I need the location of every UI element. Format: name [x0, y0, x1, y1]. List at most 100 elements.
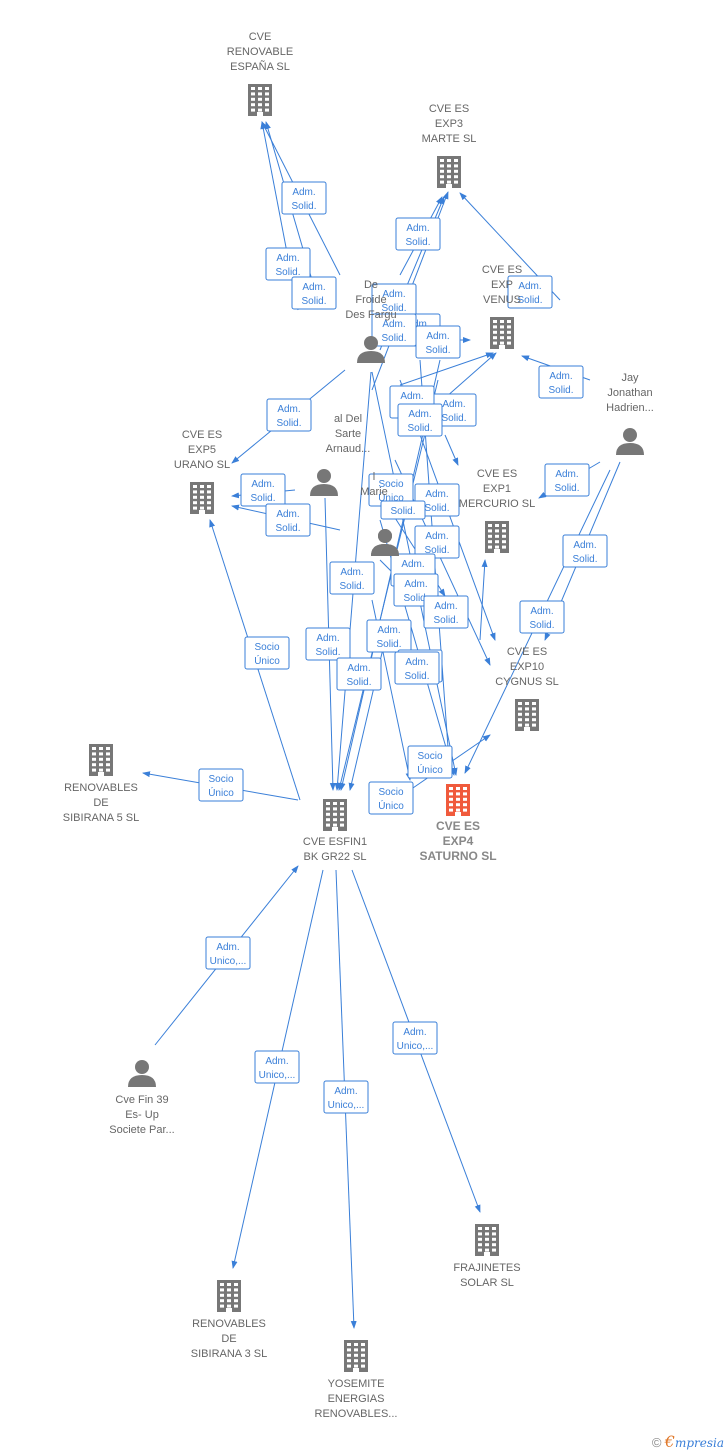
building-icon [323, 799, 347, 831]
node-label: EXP10 [510, 661, 544, 673]
person-node-arnaud[interactable]: al DelSarteArnaud... [310, 413, 370, 496]
edge-label-text: Adm. [302, 282, 325, 293]
node-label: RENOVABLES [192, 1318, 266, 1330]
edge-label[interactable]: Adm.Solid. [414, 483, 460, 517]
edge-label-text: Solid. [275, 267, 300, 278]
node-label: CVE ES [182, 429, 222, 441]
edge-label-text: Adm. [316, 633, 339, 644]
edge-label-text: Adm. [426, 331, 449, 342]
edge-label[interactable]: Adm.Solid. [415, 325, 461, 359]
edge-label[interactable]: Solid. [380, 500, 426, 520]
edge-label[interactable]: Adm.Solid. [266, 398, 312, 432]
edge-label[interactable]: Adm. Solid. [371, 313, 417, 347]
edge-label[interactable]: Adm.Unico,... [254, 1050, 300, 1084]
edge-label-box [414, 525, 460, 559]
edge-label-box [291, 276, 337, 310]
edge-label[interactable]: Adm.Solid. [544, 463, 590, 497]
building-icon [248, 84, 272, 116]
edge-label[interactable]: Adm.Unico,... [392, 1021, 438, 1055]
edge-label[interactable]: Adm.Solid. [291, 276, 337, 310]
edge-label[interactable]: Adm.Solid. [519, 600, 565, 634]
edge-label[interactable]: Adm.Solid. [414, 525, 460, 559]
node-label: Jay [621, 372, 639, 384]
building-icon [446, 784, 470, 816]
building-icon [344, 1340, 368, 1372]
edge-label[interactable]: Adm.Solid. [423, 595, 469, 629]
edge-label-text: Único [208, 786, 234, 799]
edge-label-text: Adm. [382, 319, 405, 330]
edge-label-text: Adm. [403, 1027, 426, 1038]
edge-label[interactable]: Adm.Solid. [395, 217, 441, 251]
node-label: EXP5 [188, 444, 216, 456]
edge-label-text: Solid. [250, 493, 275, 504]
building-icon [490, 317, 514, 349]
person-node-p5[interactable] [371, 529, 399, 556]
node-label: EXP4 [443, 834, 474, 848]
edge-label[interactable]: Adm.Solid. [281, 181, 327, 215]
edge-label[interactable]: Adm.Unico,... [205, 936, 251, 970]
edge-label[interactable]: Adm.Solid. [538, 365, 584, 399]
edge-label-text: Solid. [381, 333, 406, 344]
node-label: ESPAÑA SL [230, 60, 290, 73]
edge-label[interactable]: Adm.Solid. [336, 657, 382, 691]
company-node-yosemite[interactable]: YOSEMITEENERGIASRENOVABLES... [315, 1340, 398, 1420]
edge-label-text: Solid. [424, 503, 449, 514]
edge-label-box [323, 1080, 369, 1114]
node-label: Des Fargu [345, 309, 396, 321]
edge-label-text: Solid. [554, 483, 579, 494]
edge-label-text: Solid. [404, 671, 429, 682]
edge-label[interactable]: Adm.Solid. [397, 403, 443, 437]
edge-label[interactable]: Adm.Solid. [265, 247, 311, 281]
edge-label-text: Solid. [572, 554, 597, 565]
node-label: CVE ES [507, 646, 547, 658]
edge-label[interactable]: Adm.Solid. [366, 619, 412, 653]
edge-line [479, 559, 488, 641]
edge-label-box [519, 600, 565, 634]
edge-label-text: Solid. [381, 303, 406, 314]
node-label: CVE ES [477, 468, 517, 480]
edge-label[interactable]: Adm.Unico,... [323, 1080, 369, 1114]
edge-label-box [380, 500, 426, 520]
edge-label[interactable]: Adm. Solid. [240, 473, 286, 507]
person-icon [128, 1060, 156, 1087]
edge-label-text: Adm. [251, 479, 274, 490]
node-label: CVE ES [482, 264, 522, 276]
edge-label[interactable]: Adm.Solid. [394, 651, 440, 685]
edge-label-text: Adm. [377, 625, 400, 636]
edge-label[interactable]: Adm.Solid. [329, 561, 375, 595]
person-icon [357, 336, 385, 363]
edge-label-box [395, 217, 441, 251]
edge-label-box [265, 247, 311, 281]
edge-label-text: Adm. [408, 409, 431, 420]
building-icon [217, 1280, 241, 1312]
edge-label[interactable]: Adm.Solid. [305, 627, 351, 661]
edge-label[interactable]: Adm.Solid. [507, 275, 553, 309]
node-label: RENOVABLE [227, 46, 293, 58]
edge-label-text: Solid. [548, 385, 573, 396]
person-node-jay[interactable]: JayJonathanHadrien... [606, 372, 654, 455]
edge-label[interactable]: Adm.Solid. [265, 503, 311, 537]
edge-label-text: Adm. [340, 567, 363, 578]
edge-label[interactable]: Adm.Solid. [371, 283, 417, 317]
edge-label[interactable]: Adm.Solid. [562, 534, 608, 568]
edge-label-text: Adm. [334, 1086, 357, 1097]
edge-label-box [329, 561, 375, 595]
